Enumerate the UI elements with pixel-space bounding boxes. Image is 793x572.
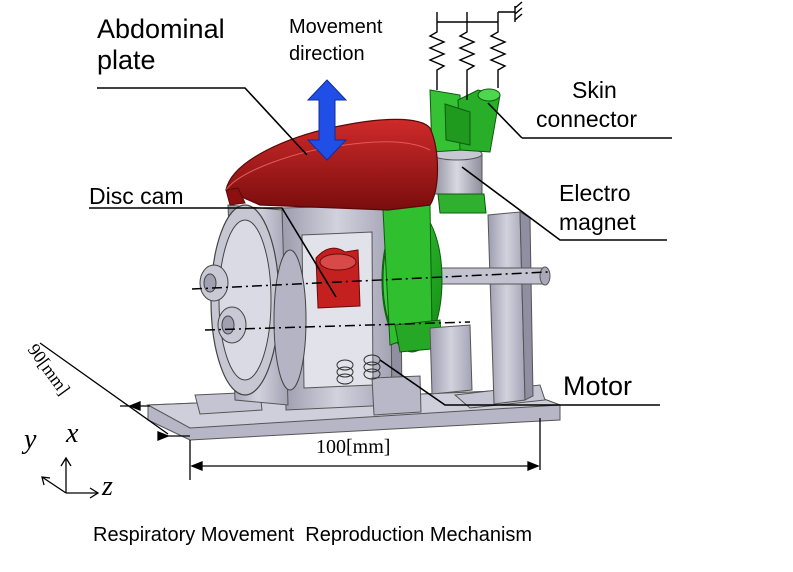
left-disc bbox=[199, 204, 307, 406]
movement-direction-label-line2: direction bbox=[289, 43, 365, 65]
motor-label: Motor bbox=[563, 371, 633, 401]
skin-connector-label: Skin connector bbox=[536, 76, 637, 134]
inner-springs bbox=[336, 354, 381, 385]
abdominal-plate bbox=[225, 118, 439, 211]
leader-lines bbox=[89, 87, 672, 406]
lower-block bbox=[371, 324, 473, 416]
center-lines bbox=[191, 271, 549, 331]
figure-caption: Respiratory Movement Reproduction Mechan… bbox=[93, 524, 533, 546]
abdominal-plate-label-line1: Abdominal bbox=[97, 14, 225, 44]
abdominal-plate-label: Abdominal plate bbox=[97, 14, 225, 76]
right-support bbox=[487, 211, 534, 405]
movement-direction-label: Movement direction bbox=[289, 14, 382, 68]
skin-connector-label-line2: connector bbox=[536, 106, 638, 132]
dimension-lines bbox=[39, 342, 541, 480]
electromagnet-label: Electro magnet bbox=[559, 179, 636, 237]
electromagnet-label-line2: magnet bbox=[559, 209, 636, 235]
skin-connector bbox=[429, 88, 501, 153]
axis-triad bbox=[41, 456, 100, 499]
movement-arrow bbox=[306, 79, 348, 161]
disc-cam bbox=[315, 247, 361, 309]
axis-z-label: z bbox=[102, 471, 113, 502]
axis-y-label: y bbox=[24, 424, 37, 455]
movement-direction-label-line1: Movement bbox=[289, 16, 383, 38]
electromagnet-label-line1: Electro bbox=[559, 180, 631, 206]
disc-cam-label: Disc cam bbox=[89, 183, 184, 209]
electromagnet bbox=[431, 147, 487, 214]
axis-x-label: x bbox=[66, 418, 79, 449]
suspension-springs bbox=[428, 1, 523, 100]
skin-connector-label-line1: Skin bbox=[572, 77, 617, 103]
width-dimension-label: 100[mm] bbox=[316, 436, 391, 458]
abdominal-plate-label-line2: plate bbox=[97, 45, 156, 75]
